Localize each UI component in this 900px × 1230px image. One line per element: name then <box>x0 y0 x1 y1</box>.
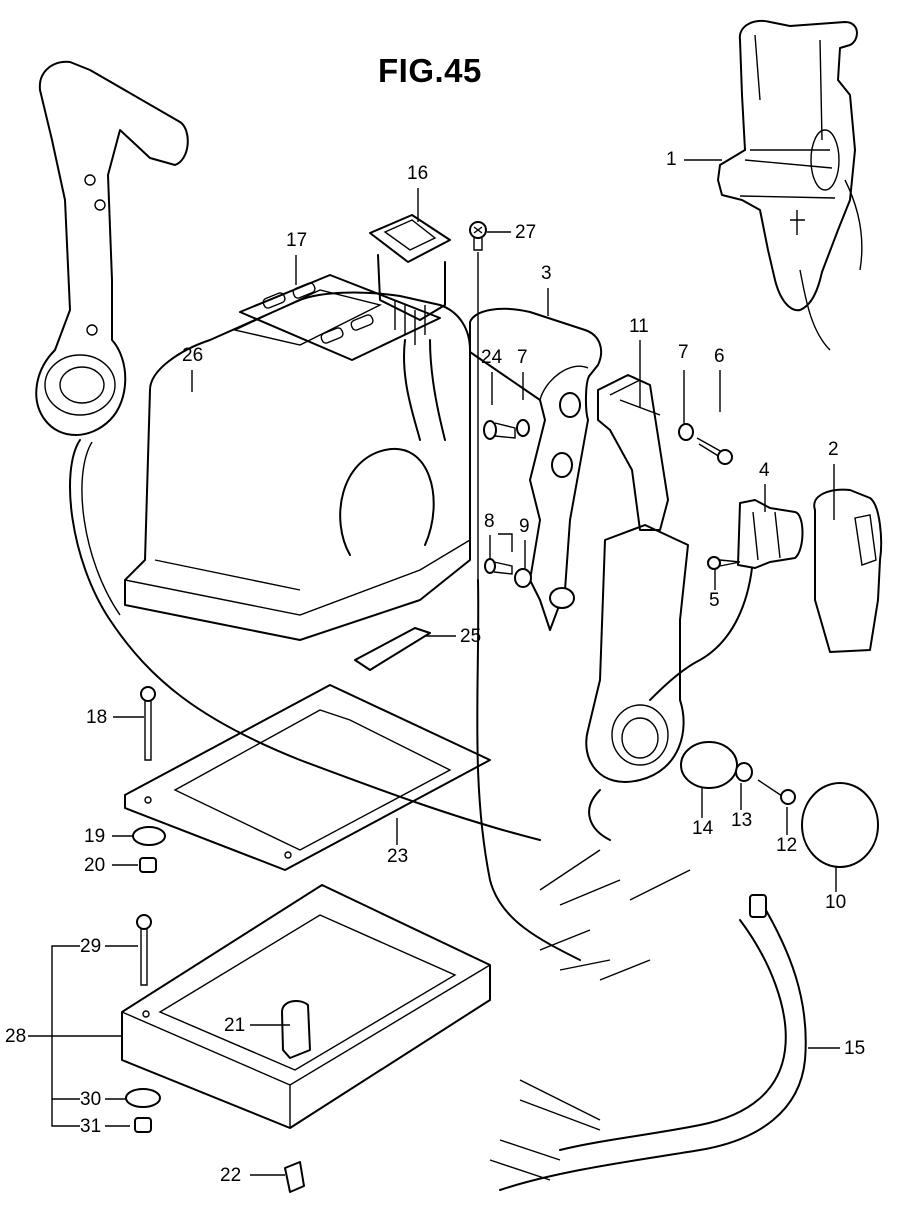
callout-29: 29 <box>80 936 102 957</box>
part-29-screw <box>136 914 152 986</box>
part-6-screw <box>696 437 733 465</box>
callout-28: 28 <box>5 1026 27 1047</box>
part-7-washer-a <box>516 419 530 437</box>
part-31-nut <box>134 1117 152 1133</box>
part-16-rocker-switch <box>369 214 451 441</box>
part-30-washer <box>125 1088 161 1108</box>
part-23-gasket <box>124 684 491 871</box>
callout-30: 30 <box>80 1089 102 1110</box>
part-1-remote-control <box>717 20 863 351</box>
callout-21: 21 <box>224 1015 246 1036</box>
part-28-base <box>121 884 491 1129</box>
callout-5: 5 <box>709 590 720 611</box>
callout-7b: 7 <box>678 342 689 363</box>
callout-18: 18 <box>86 707 108 728</box>
callout-25: 25 <box>460 626 482 647</box>
part-25-spacer <box>354 627 431 671</box>
callout-23: 23 <box>387 846 409 867</box>
callout-24: 24 <box>481 347 503 368</box>
callout-19: 19 <box>84 826 106 847</box>
part-27-screw <box>469 221 487 251</box>
part-12-screw <box>757 779 796 805</box>
lever-arm <box>585 524 689 783</box>
part-15-wiring-harness <box>476 579 807 1191</box>
callout-16: 16 <box>407 163 429 184</box>
callout-27: 27 <box>515 222 537 243</box>
callout-7a: 7 <box>517 347 528 368</box>
callout-20: 20 <box>84 855 106 876</box>
callout-17: 17 <box>286 230 308 251</box>
part-8-bolt <box>484 558 513 575</box>
callout-14: 14 <box>692 818 714 839</box>
part-9-washer <box>514 568 532 588</box>
callout-6: 6 <box>714 346 725 367</box>
callout-15: 15 <box>844 1038 866 1059</box>
callout-9: 9 <box>519 516 530 537</box>
part-26-housing-cover <box>124 289 471 641</box>
left-control-lever <box>35 60 541 841</box>
callout-2: 2 <box>828 439 839 460</box>
part-17-label-plate <box>239 274 441 361</box>
part-10-cap <box>801 782 879 868</box>
callout-4: 4 <box>759 460 770 481</box>
part-18-screw <box>140 686 156 761</box>
part-5-screw <box>707 556 741 570</box>
part-4-switch-unit <box>649 499 804 701</box>
part-2-switch-cover <box>813 488 883 653</box>
part-20-nut <box>139 857 157 873</box>
figure-title: FIG.45 <box>378 52 482 89</box>
callout-22: 22 <box>220 1165 242 1186</box>
callout-26: 26 <box>182 345 204 366</box>
part-11-lever-bracket <box>597 374 669 531</box>
part-22-clamp <box>284 1161 305 1193</box>
callout-13: 13 <box>731 810 753 831</box>
callout-12: 12 <box>776 835 798 856</box>
part-24-bolt <box>483 420 516 440</box>
callout-3: 3 <box>541 263 552 284</box>
part-7-washer-b <box>678 423 694 441</box>
callout-1: 1 <box>666 149 677 170</box>
callout-8: 8 <box>484 511 495 532</box>
part-14-plate <box>680 741 738 789</box>
callout-31: 31 <box>80 1116 102 1137</box>
part-21-clip <box>281 999 311 1059</box>
callout-10: 10 <box>825 892 847 913</box>
part-13-lock-washer <box>735 762 753 782</box>
part-19-washer <box>132 826 166 846</box>
part-3-lever-cover <box>469 307 603 631</box>
callout-11: 11 <box>629 316 649 337</box>
